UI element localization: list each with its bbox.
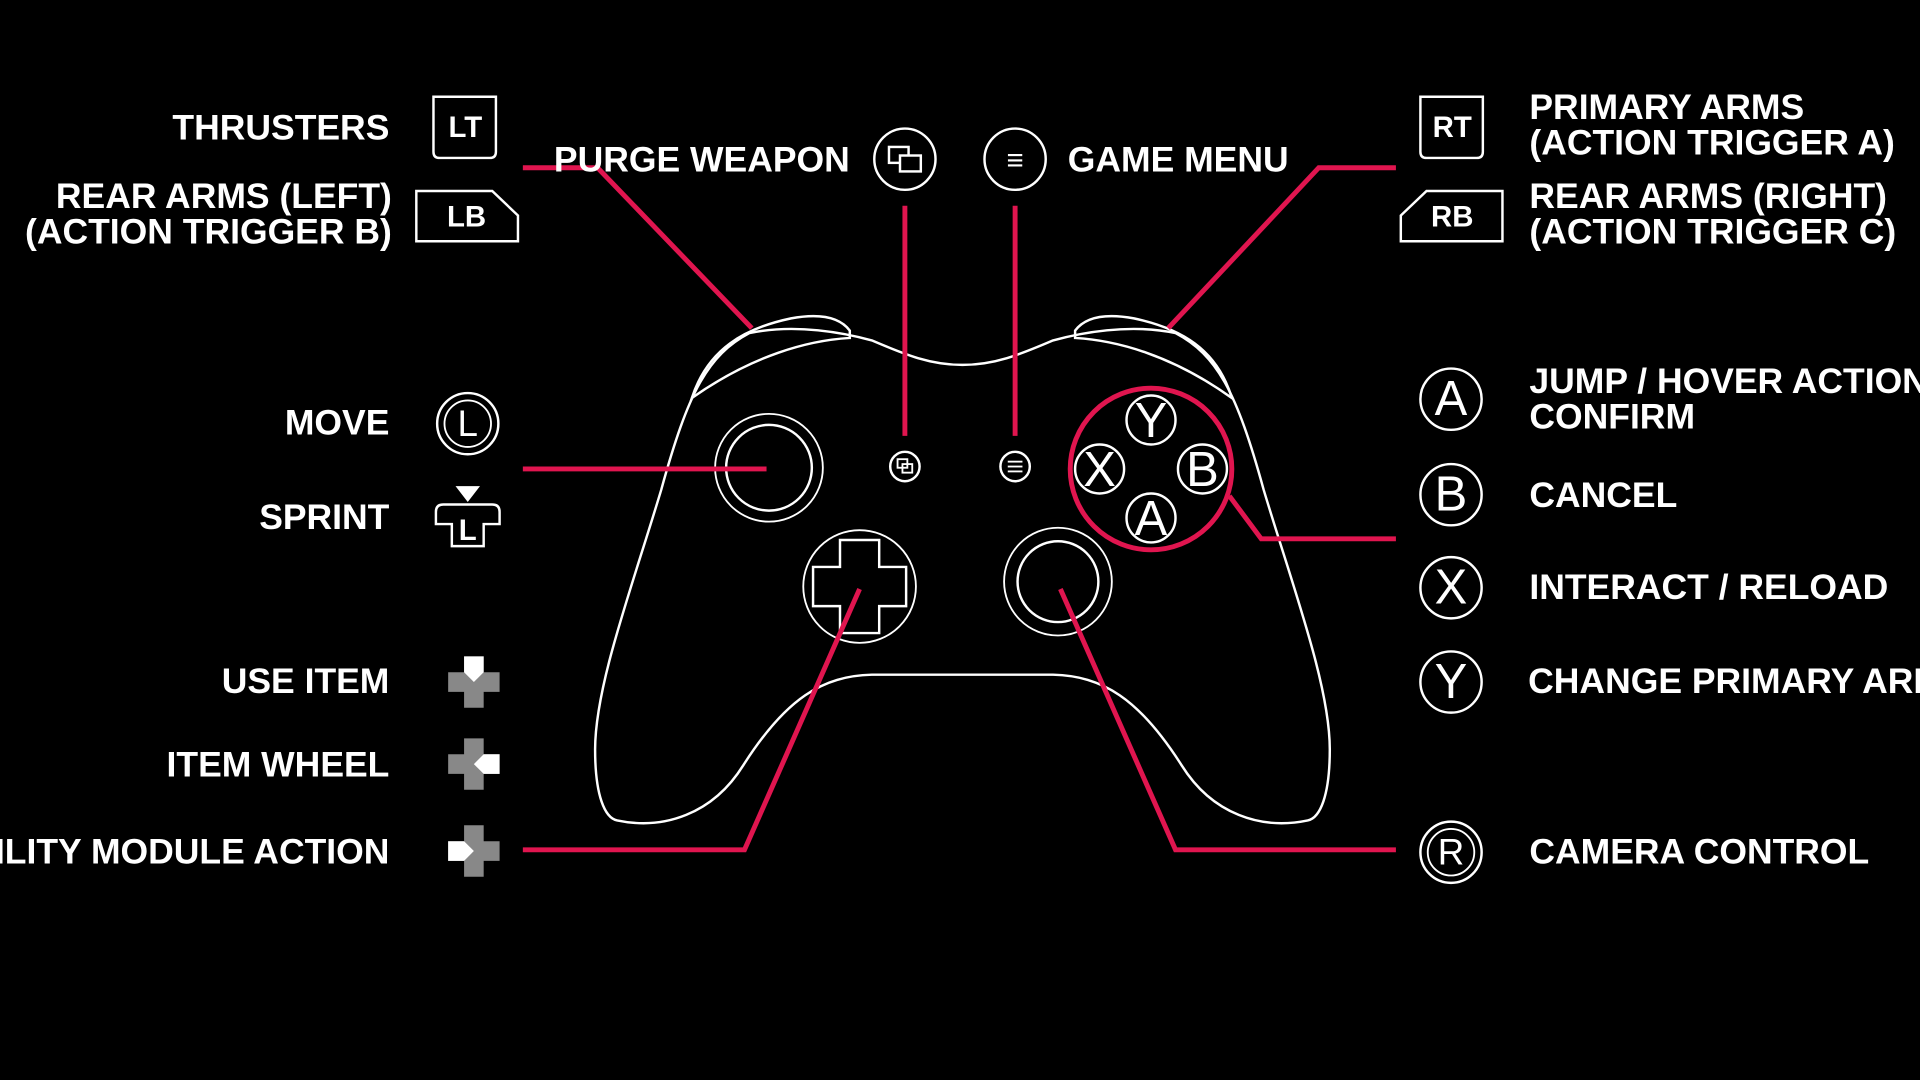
a-button-label-line2: CONFIRM	[1529, 397, 1695, 437]
a-button-icon-label: A	[1435, 372, 1468, 426]
binding-thrusters: THRUSTERS LT	[172, 95, 498, 160]
binding-a-button: A JUMP / HOVER ACTION / CONFIRM	[1419, 361, 1920, 437]
binding-use-item: USE ITEM	[222, 656, 500, 708]
utility-module-action-label: UTILITY MODULE ACTION	[0, 831, 389, 871]
dpad-left-icon	[448, 825, 500, 877]
binding-rear-arms-left: REAR ARMS (LEFT) (ACTION TRIGGER B) LB	[25, 176, 520, 252]
purge-weapon-label: PURGE WEAPON	[554, 139, 850, 179]
face-button-x-label: X	[1083, 443, 1116, 497]
leader-lt-lb	[522, 165, 754, 330]
left-trigger-icon-label: LT	[448, 111, 482, 144]
y-button-icon: Y	[1419, 650, 1483, 714]
rear-arms-left-label-line2: (ACTION TRIGGER B)	[25, 212, 392, 252]
use-item-label: USE ITEM	[222, 661, 390, 701]
game-menu-label: GAME MENU	[1068, 139, 1289, 179]
binding-sprint: SPRINT L	[259, 486, 501, 548]
a-button-label-line1: JUMP / HOVER ACTION /	[1529, 361, 1920, 401]
controller-outline	[593, 314, 1332, 825]
x-button-icon: X	[1419, 555, 1483, 620]
left-trigger-icon: LT	[432, 95, 498, 160]
right-trigger-icon: RT	[1419, 95, 1485, 160]
binding-move: MOVE L	[285, 391, 500, 456]
camera-control-label: CAMERA CONTROL	[1529, 831, 1869, 871]
left-bumper-icon: LB	[415, 189, 520, 243]
dpad	[802, 529, 917, 644]
binding-camera-control: R CAMERA CONTROL	[1419, 820, 1869, 885]
b-button-label: CANCEL	[1529, 475, 1677, 515]
left-stick-icon-label: L	[458, 403, 478, 444]
primary-arms-label-line1: PRIMARY ARMS	[1529, 87, 1804, 127]
y-button-label: CHANGE PRIMARY ARMS	[1528, 661, 1920, 701]
sprint-label: SPRINT	[259, 497, 389, 537]
leader-face-buttons	[1227, 494, 1396, 542]
binding-purge-weapon: PURGE WEAPON	[554, 127, 937, 192]
rear-arms-right-label-line1: REAR ARMS (RIGHT)	[1529, 176, 1887, 216]
left-stick-press-icon-label: L	[459, 514, 477, 547]
dpad-right-icon	[448, 738, 500, 790]
x-button-icon-label: X	[1435, 561, 1468, 615]
b-button-icon-label: B	[1435, 468, 1468, 522]
leader-dpad	[522, 587, 862, 853]
y-button-icon-label: Y	[1435, 655, 1468, 709]
right-stick-icon-label: R	[1438, 831, 1465, 872]
right-stick	[1003, 526, 1113, 637]
view-button-icon	[873, 127, 937, 192]
dpad-up-icon	[448, 656, 500, 708]
leader-camera	[1058, 587, 1396, 853]
b-button-icon: B	[1419, 462, 1483, 527]
menu-button-icon: ≡	[983, 127, 1047, 192]
right-trigger-icon-label: RT	[1433, 111, 1472, 144]
binding-x-button: X INTERACT / RELOAD	[1419, 555, 1888, 620]
right-bumper-icon: RB	[1399, 189, 1504, 243]
face-button-b-label: B	[1186, 443, 1219, 497]
left-stick-press-icon: L	[434, 486, 501, 548]
a-button-icon: A	[1419, 367, 1483, 432]
leader-rt-rb	[1166, 165, 1396, 330]
left-bumper-icon-label: LB	[447, 201, 486, 234]
leader-lines	[522, 165, 1396, 853]
binding-utility-module-action: UTILITY MODULE ACTION	[0, 825, 500, 877]
face-button-a: A	[1125, 492, 1177, 546]
menu-button-icon-glyph: ≡	[1007, 144, 1024, 177]
face-button-a-label: A	[1135, 492, 1168, 546]
rear-arms-right-label-line2: (ACTION TRIGGER C)	[1529, 212, 1896, 252]
binding-item-wheel: ITEM WHEEL	[167, 738, 500, 790]
face-button-y-label: Y	[1135, 394, 1168, 448]
binding-game-menu: ≡ GAME MENU	[983, 127, 1289, 192]
binding-y-button: Y CHANGE PRIMARY ARMS	[1419, 650, 1920, 714]
rear-arms-left-label-line1: REAR ARMS (LEFT)	[56, 176, 392, 216]
menu-button	[999, 450, 1032, 483]
thrusters-label: THRUSTERS	[172, 108, 389, 148]
face-button-x: X	[1073, 443, 1126, 497]
face-button-b: B	[1176, 443, 1229, 497]
face-button-y: Y	[1125, 394, 1177, 448]
right-stick-icon: R	[1419, 820, 1483, 885]
binding-rear-arms-right: RB REAR ARMS (RIGHT) (ACTION TRIGGER C)	[1399, 176, 1896, 252]
item-wheel-label: ITEM WHEEL	[167, 744, 390, 784]
binding-primary-arms: RT PRIMARY ARMS (ACTION TRIGGER A)	[1419, 87, 1895, 162]
primary-arms-label-line2: (ACTION TRIGGER A)	[1529, 122, 1895, 162]
move-label: MOVE	[285, 403, 390, 443]
binding-b-button: B CANCEL	[1419, 462, 1677, 527]
right-bumper-icon-label: RB	[1431, 201, 1473, 234]
left-stick-icon: L	[435, 391, 500, 456]
x-button-label: INTERACT / RELOAD	[1529, 567, 1888, 607]
face-buttons: Y X B A	[1067, 385, 1235, 553]
view-button	[888, 450, 921, 483]
